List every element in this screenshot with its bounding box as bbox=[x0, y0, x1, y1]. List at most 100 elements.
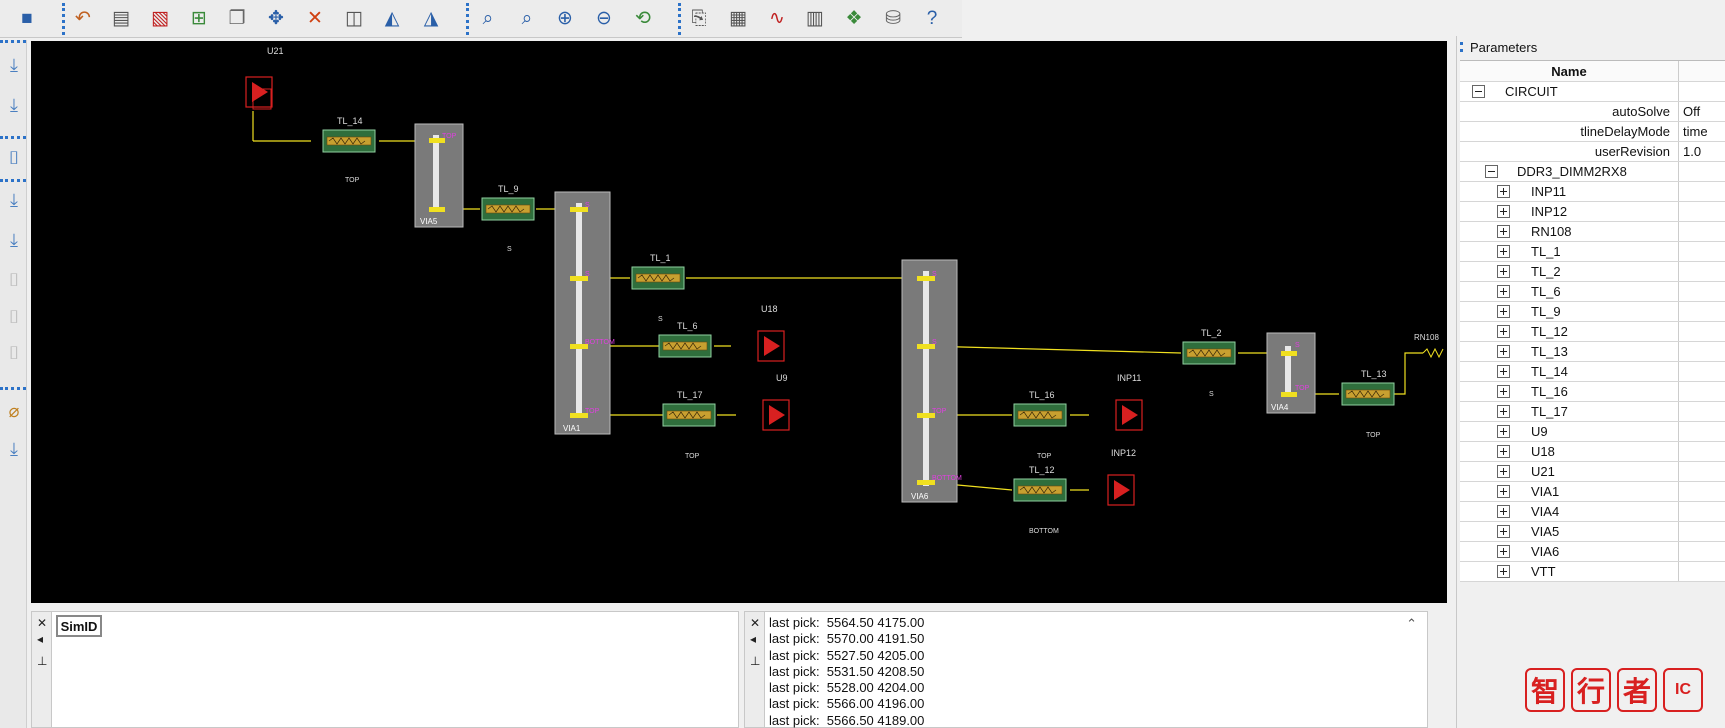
move-icon[interactable]: ✥ bbox=[268, 7, 284, 29]
parameter-row[interactable]: RN108 bbox=[1460, 222, 1725, 242]
collapse-toggle-icon[interactable] bbox=[1472, 85, 1485, 98]
clipboard-icon[interactable]: ⎘ bbox=[691, 7, 707, 29]
via-via1[interactable]: S S BOTTOM TOP VIA1 bbox=[554, 191, 615, 435]
expand-toggle-icon[interactable] bbox=[1497, 465, 1510, 478]
book-icon[interactable]: ▥ bbox=[806, 7, 824, 29]
layout-icon[interactable]: ⌷ bbox=[8, 147, 20, 168]
expand-toggle-icon[interactable] bbox=[1497, 345, 1510, 358]
model-icon[interactable]: ❖ bbox=[845, 7, 863, 29]
report-icon[interactable]: ▦ bbox=[729, 7, 747, 29]
mirror-icon[interactable]: ◫ bbox=[345, 7, 363, 29]
download-icon[interactable]: ⤓ bbox=[10, 189, 18, 210]
delete-page-icon[interactable]: ▧ bbox=[151, 7, 169, 29]
parameter-row[interactable]: TL_9 bbox=[1460, 302, 1725, 322]
tline-tl6[interactable]: TL_6 bbox=[658, 321, 712, 358]
parameter-row[interactable]: TL_13 bbox=[1460, 342, 1725, 362]
tline-tl16[interactable]: TL_16 TOP bbox=[1013, 390, 1067, 460]
expand-toggle-icon[interactable] bbox=[1497, 545, 1510, 558]
parameter-row[interactable]: TL_6 bbox=[1460, 282, 1725, 302]
tline-tl13[interactable]: TL_13 TOP bbox=[1341, 369, 1395, 439]
parameter-row[interactable]: TL_14 bbox=[1460, 362, 1725, 382]
parameter-row[interactable]: TL_2 bbox=[1460, 262, 1725, 282]
zoom-in-icon[interactable]: ⊕ bbox=[557, 7, 573, 29]
parameter-row[interactable]: VIA5 bbox=[1460, 522, 1725, 542]
parameter-row[interactable]: INP12 bbox=[1460, 202, 1725, 222]
via-via4[interactable]: S TOP VIA4 bbox=[1266, 332, 1316, 414]
expand-toggle-icon[interactable] bbox=[1497, 505, 1510, 518]
expand-toggle-icon[interactable] bbox=[1497, 205, 1510, 218]
expand-toggle-icon[interactable] bbox=[1497, 285, 1510, 298]
close-icon[interactable]: ✕ bbox=[37, 616, 48, 630]
tline-tl14[interactable]: TL_14 TOP bbox=[322, 116, 376, 184]
parameter-value-cell[interactable]: Off bbox=[1683, 104, 1701, 119]
cut-icon[interactable]: ✕ bbox=[307, 7, 323, 29]
expand-toggle-icon[interactable] bbox=[1497, 425, 1510, 438]
help-icon[interactable]: ? bbox=[926, 7, 938, 29]
tline-tl2[interactable]: TL_2 S bbox=[1182, 328, 1236, 398]
parameter-row[interactable]: CIRCUIT bbox=[1460, 82, 1725, 102]
parameter-row[interactable]: VIA1 bbox=[1460, 482, 1725, 502]
expand-toggle-icon[interactable] bbox=[1497, 565, 1510, 578]
download-icon[interactable]: ⤓ bbox=[10, 229, 18, 250]
part-inp11[interactable]: INP11 bbox=[1115, 373, 1143, 431]
parameter-row[interactable]: VIA4 bbox=[1460, 502, 1725, 522]
copy-icon[interactable]: ❐ bbox=[228, 7, 246, 29]
expand-toggle-icon[interactable] bbox=[1497, 225, 1510, 238]
zoom-previous-icon[interactable]: ⟲ bbox=[635, 7, 651, 29]
value-column-header[interactable] bbox=[1680, 61, 1725, 81]
expand-toggle-icon[interactable] bbox=[1497, 525, 1510, 538]
part-u9[interactable]: U9 bbox=[762, 373, 790, 431]
parameter-row[interactable]: U21 bbox=[1460, 462, 1725, 482]
probe-icon[interactable]: ⌀ bbox=[8, 400, 20, 421]
parameter-row[interactable]: U18 bbox=[1460, 442, 1725, 462]
parameter-row[interactable]: U9 bbox=[1460, 422, 1725, 442]
zoom-out-icon[interactable]: ⊖ bbox=[596, 7, 612, 29]
add-part-icon[interactable]: ⊞ bbox=[191, 7, 207, 29]
expand-toggle-icon[interactable] bbox=[1497, 405, 1510, 418]
expand-toggle-icon[interactable] bbox=[1497, 365, 1510, 378]
parameter-row[interactable]: INP11 bbox=[1460, 182, 1725, 202]
tline-tl9[interactable]: TL_9 S bbox=[481, 184, 535, 253]
schematic-canvas[interactable]: U21 TL_14 TOP TOP VIA5 TL_9 S bbox=[31, 41, 1447, 603]
scroll-up-icon[interactable]: ⌃ bbox=[1406, 616, 1417, 631]
parameter-value-cell[interactable]: 1.0 bbox=[1683, 144, 1702, 159]
save-icon[interactable]: ■ bbox=[21, 7, 33, 29]
parameter-row[interactable]: TL_12 bbox=[1460, 322, 1725, 342]
part-u18[interactable]: U18 bbox=[757, 304, 785, 362]
part-u21[interactable]: U21 bbox=[245, 46, 284, 110]
expand-toggle-icon[interactable] bbox=[1497, 265, 1510, 278]
download-icon[interactable]: ⤓ bbox=[10, 54, 18, 75]
rotate-icon[interactable]: ◭ bbox=[384, 7, 400, 29]
waveform-icon[interactable]: ∿ bbox=[769, 7, 785, 29]
pin-icon[interactable]: ⊥ bbox=[750, 654, 761, 668]
parameter-row[interactable]: VTT bbox=[1460, 562, 1725, 582]
download-icon[interactable]: ⤓ bbox=[10, 94, 18, 115]
tline-tl1[interactable]: TL_1 S bbox=[631, 253, 685, 323]
parameter-value-cell[interactable]: time bbox=[1683, 124, 1708, 139]
simid-tab[interactable]: SimID bbox=[56, 615, 102, 637]
parameter-row[interactable]: DDR3_DIMM2RX8 bbox=[1460, 162, 1725, 182]
collapse-toggle-icon[interactable] bbox=[1485, 165, 1498, 178]
expand-toggle-icon[interactable] bbox=[1497, 185, 1510, 198]
parameter-row[interactable]: TL_17 bbox=[1460, 402, 1725, 422]
parameter-row[interactable]: TL_1 bbox=[1460, 242, 1725, 262]
parameter-row[interactable]: VIA6 bbox=[1460, 542, 1725, 562]
resistor-rn108[interactable]: RN108 bbox=[1414, 333, 1444, 359]
close-icon[interactable]: ✕ bbox=[750, 616, 761, 630]
zoom-fit-icon[interactable]: ⌕ bbox=[482, 7, 494, 29]
parameter-row[interactable]: TL_16 bbox=[1460, 382, 1725, 402]
via-via6[interactable]: S S TOP BOTTOM VIA6 bbox=[901, 259, 962, 503]
notes-icon[interactable]: ▤ bbox=[112, 7, 130, 29]
expand-toggle-icon[interactable] bbox=[1497, 325, 1510, 338]
expand-toggle-icon[interactable] bbox=[1497, 385, 1510, 398]
expand-toggle-icon[interactable] bbox=[1497, 305, 1510, 318]
collapse-icon[interactable]: ◂ bbox=[37, 632, 44, 646]
undo-icon[interactable]: ↶ bbox=[75, 7, 91, 29]
tline-tl12[interactable]: TL_12 BOTTOM bbox=[1013, 465, 1067, 535]
download-icon[interactable]: ⤓ bbox=[10, 438, 18, 459]
collapse-icon[interactable]: ◂ bbox=[750, 632, 757, 646]
database-icon[interactable]: ⛁ bbox=[885, 7, 901, 29]
